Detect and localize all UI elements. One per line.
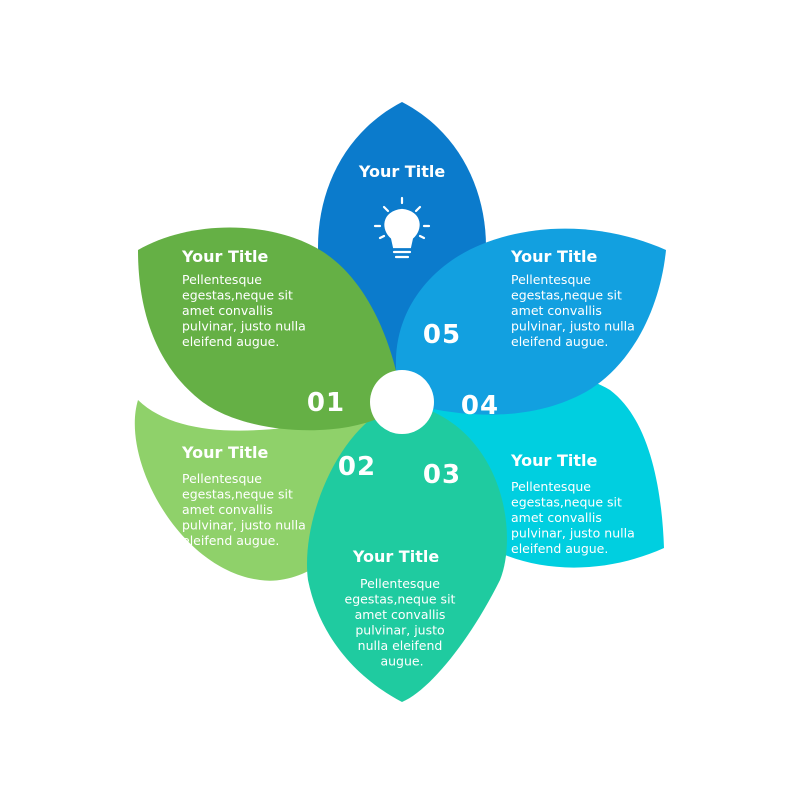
petal-02-number: 02 (338, 452, 376, 482)
petal-03-number: 03 (423, 460, 461, 490)
top-petal-title: Your Title (358, 162, 445, 181)
petal-04-text: Pellentesque egestas,neque sit amet conv… (511, 479, 639, 556)
petal-01-title: Your Title (181, 247, 268, 266)
petal-02-text: Pellentesque egestas,neque sit amet conv… (182, 471, 310, 548)
petal-03-text: Pellentesque egestas,neque sit amet conv… (345, 576, 460, 669)
petal-02-title: Your Title (181, 443, 268, 462)
petal-05-number: 05 (423, 320, 461, 350)
petal-01-text: Pellentesque egestas,neque sit amet conv… (182, 272, 310, 349)
petal-05-title: Your Title (510, 247, 597, 266)
petal-04-title: Your Title (510, 451, 597, 470)
petal-03 (306, 402, 507, 702)
center-circle (370, 370, 434, 434)
petal-05-text: Pellentesque egestas,neque sit amet conv… (511, 272, 639, 349)
petal-04-number: 04 (461, 391, 499, 421)
lightbulb-icon (373, 196, 431, 259)
petal-05 (395, 228, 666, 415)
petal-01-number: 01 (307, 388, 345, 418)
petal-01 (138, 227, 402, 431)
petal-03-title: Your Title (352, 547, 439, 566)
